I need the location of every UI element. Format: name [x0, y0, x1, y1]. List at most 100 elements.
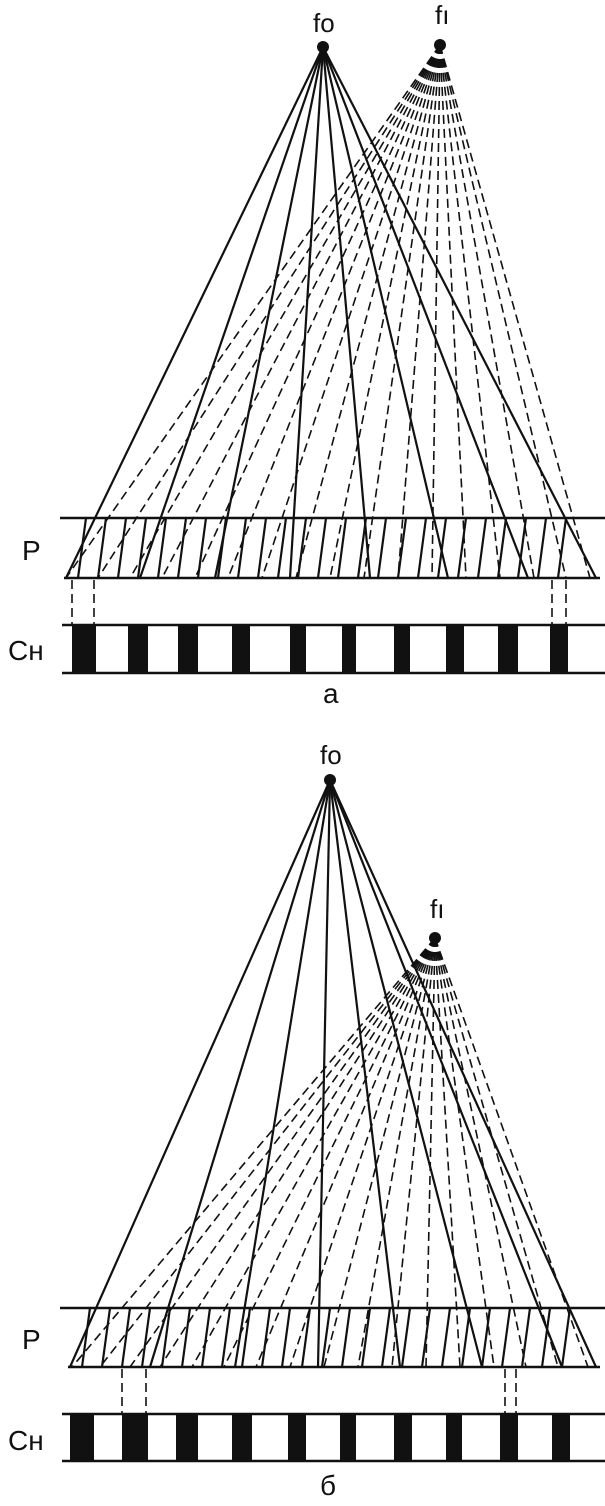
ray-dashed	[431, 44, 441, 579]
ray-solid	[68, 778, 332, 1369]
raster-tick	[460, 1306, 472, 1369]
raster-tick	[156, 516, 168, 580]
raster-ticks	[80, 1306, 572, 1369]
ray-solid	[213, 45, 325, 580]
raster-tick	[540, 1306, 552, 1369]
raster-label: P	[22, 1324, 41, 1355]
sensor-segment	[128, 626, 148, 672]
ray-solid	[288, 45, 325, 580]
sensor-segment	[498, 626, 518, 672]
panel-a: fo fı P Сн а	[8, 0, 605, 709]
focus-f1-rays	[65, 44, 591, 579]
raster-tick	[520, 1306, 532, 1369]
ray-dashed	[434, 937, 495, 1368]
raster-tick	[356, 516, 368, 580]
sensor-segment	[72, 626, 96, 672]
ray-dashed	[434, 937, 589, 1368]
sensor-segment	[232, 1415, 252, 1460]
ray-dashed	[363, 44, 441, 579]
ray-dashed	[323, 937, 436, 1368]
sensor-segment	[340, 1415, 356, 1460]
ray-solid	[321, 45, 530, 580]
sensor-segment	[70, 1415, 94, 1460]
sensor-segment	[288, 1415, 306, 1460]
raster-tick	[136, 516, 148, 580]
raster-tick	[180, 1306, 192, 1369]
raster-tick	[500, 1306, 512, 1369]
ray-solid	[328, 778, 564, 1369]
focus-fo-rays	[68, 778, 598, 1369]
focus-fo-rays	[64, 45, 598, 580]
ray-solid	[328, 778, 598, 1369]
raster-tick	[116, 516, 128, 580]
ray-dashed	[129, 937, 436, 1368]
raster-tick	[240, 1306, 252, 1369]
ray-solid	[328, 778, 484, 1369]
focus-fo-label: fo	[313, 8, 335, 38]
raster-tick	[276, 516, 288, 580]
ray-dashed	[357, 937, 436, 1368]
ray-dashed	[159, 937, 436, 1368]
sensor-segment	[550, 626, 568, 672]
ray-solid	[316, 778, 332, 1369]
ray-dashed	[161, 44, 441, 579]
raster-tick	[380, 1306, 392, 1369]
ray-dashed	[289, 937, 436, 1368]
raster-tick	[260, 1306, 272, 1369]
raster-tick	[376, 516, 388, 580]
raster-tick	[516, 516, 528, 580]
raster-tick	[160, 1306, 172, 1369]
raster-tick	[420, 1306, 432, 1369]
raster-tick	[496, 516, 508, 580]
ray-solid	[328, 778, 402, 1369]
raster-tick	[280, 1306, 292, 1369]
ray-dashed	[439, 44, 535, 579]
ray-dashed	[434, 937, 559, 1368]
focus-f1-label: fı	[430, 894, 444, 924]
ray-dashed	[397, 44, 441, 579]
ray-dashed	[439, 44, 591, 579]
sensor-segment	[446, 1415, 462, 1460]
ray-dashed	[439, 44, 501, 579]
ray-dashed	[223, 937, 436, 1368]
raster-ticks	[76, 516, 568, 580]
projection-connectors	[121, 1369, 517, 1414]
raster-tick	[336, 516, 348, 580]
raster-tick	[316, 516, 328, 580]
raster-tick	[220, 1306, 232, 1369]
raster-tick	[80, 1306, 92, 1369]
ray-dashed	[295, 44, 441, 579]
ray-solid	[321, 45, 372, 580]
sensor-segment	[500, 1415, 518, 1460]
raster-tick	[176, 516, 188, 580]
sensor-segment	[122, 1415, 148, 1460]
raster-tick	[360, 1306, 372, 1369]
raster-tick	[100, 1306, 112, 1369]
panel-b: fo fı P Сн б	[8, 740, 605, 1501]
sensor-segment	[232, 626, 250, 672]
projection-connectors	[71, 580, 567, 625]
sensor-segment	[552, 1415, 570, 1460]
sensor-segment	[394, 626, 410, 672]
focus-fo-label: fo	[320, 740, 342, 770]
raster-tick	[256, 516, 268, 580]
focus-f1-point	[434, 39, 446, 51]
focus-fo-point	[317, 41, 329, 53]
panel-caption: б	[320, 1470, 336, 1501]
ray-dashed	[255, 937, 436, 1368]
focus-fo-point	[324, 774, 336, 786]
sensor-segment	[290, 626, 306, 672]
ray-dashed	[191, 937, 436, 1368]
focus-f1-label: fı	[435, 0, 449, 30]
ray-solid	[233, 778, 332, 1369]
raster-tick	[400, 1306, 412, 1369]
ray-dashed	[439, 44, 467, 579]
ray-dashed	[434, 937, 461, 1368]
panel-caption: а	[323, 678, 339, 709]
ray-dashed	[329, 44, 441, 579]
raster-tick	[300, 1306, 312, 1369]
raster-tick	[456, 516, 468, 580]
raster-tick	[140, 1306, 152, 1369]
raster-tick	[396, 516, 408, 580]
raster-tick	[436, 516, 448, 580]
